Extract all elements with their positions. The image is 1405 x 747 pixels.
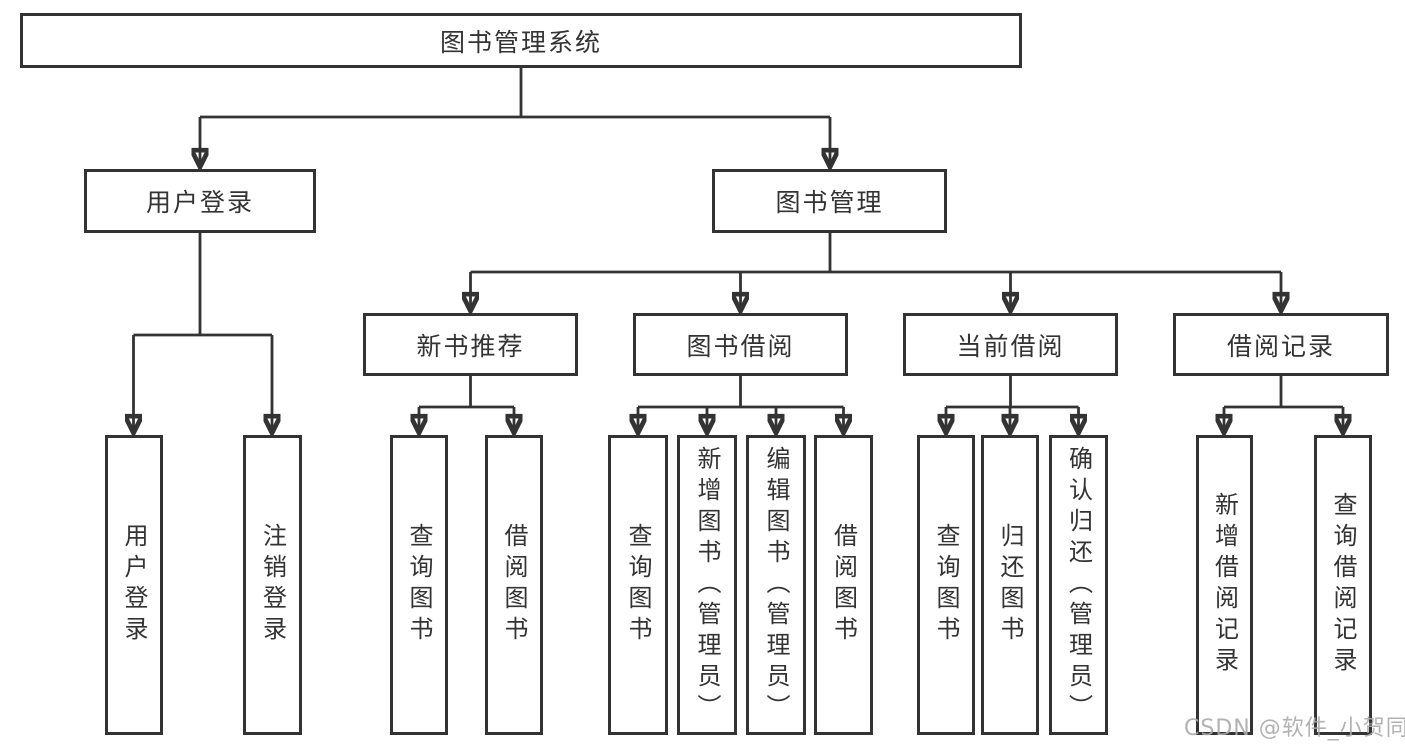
node-borrow-books-recommend: 借阅图书 [485, 435, 543, 735]
node-query-books-recommend: 查询图书 [390, 435, 448, 735]
node-confirm-return-admin: 确认归还（管理员） [1049, 435, 1108, 735]
node-user-login-leaf: 用户登录 [105, 435, 163, 735]
node-borrowing-records: 借阅记录 [1173, 313, 1389, 376]
node-borrow-books-leaf: 借阅图书 [814, 435, 873, 735]
node-label: 图书管理系统 [439, 27, 602, 57]
node-logout-leaf: 注销登录 [243, 435, 302, 735]
node-label: 新增借阅记录 [1210, 492, 1239, 678]
node-current-borrowing: 当前借阅 [903, 313, 1118, 376]
node-label: 编辑图书（管理员） [762, 445, 790, 725]
node-label: 查询图书 [624, 523, 652, 647]
watermark-text: CSDN @软件_小贺同学 [1184, 716, 1405, 741]
node-query-borrow-record: 查询借阅记录 [1314, 435, 1372, 735]
node-label: 确认归还（管理员） [1064, 445, 1093, 725]
node-label: 借阅图书 [829, 523, 858, 647]
node-label: 注销登录 [258, 523, 287, 647]
node-library-system: 图书管理系统 [20, 13, 1022, 68]
node-label: 用户登录 [145, 188, 254, 217]
node-book-management: 图书管理 [712, 169, 947, 233]
node-label: 新书推荐 [416, 331, 525, 361]
node-label: 借阅记录 [1226, 331, 1335, 361]
node-label: 查询图书 [932, 523, 960, 647]
node-label: 当前借阅 [956, 331, 1065, 361]
node-label: 借阅图书 [500, 523, 528, 647]
node-edit-book-admin: 编辑图书（管理员） [746, 435, 806, 735]
node-new-book-recommend: 新书推荐 [363, 313, 578, 376]
node-add-book-admin: 新增图书（管理员） [677, 435, 737, 735]
node-label: 图书管理 [775, 188, 884, 217]
node-user-login: 用户登录 [84, 169, 316, 233]
node-return-books: 归还图书 [981, 435, 1039, 735]
node-label: 查询图书 [405, 523, 433, 647]
node-label: 查询借阅记录 [1329, 492, 1357, 678]
node-query-books-current: 查询图书 [917, 435, 975, 735]
node-query-books-borrowing: 查询图书 [608, 435, 668, 735]
node-label: 图书借阅 [686, 331, 795, 361]
node-add-borrow-record: 新增借阅记录 [1196, 435, 1253, 735]
node-book-borrowing: 图书借阅 [633, 313, 848, 376]
node-label: 用户登录 [120, 523, 148, 647]
node-label: 归还图书 [996, 523, 1024, 647]
node-label: 新增图书（管理员） [693, 445, 721, 725]
